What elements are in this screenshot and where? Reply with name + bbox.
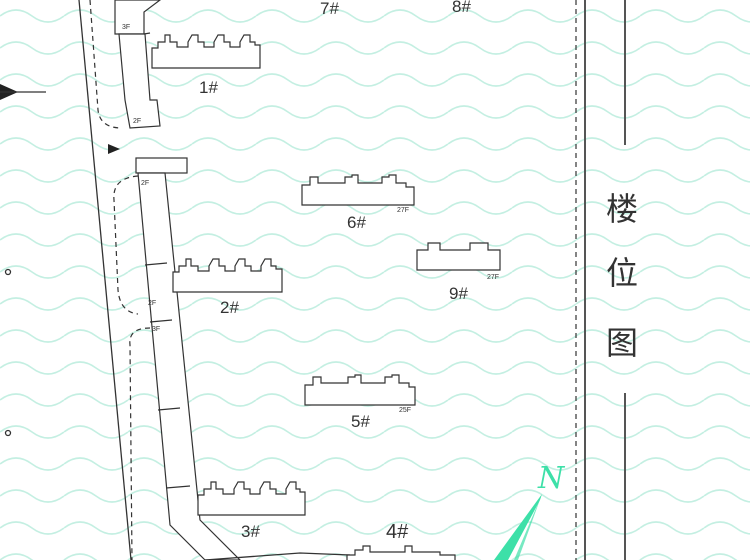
road (78, 0, 151, 560)
building-label: 9# (449, 284, 468, 303)
building-1: 1# (151, 34, 261, 97)
direction-arrow-icon (108, 144, 120, 154)
floor-label: 3F (122, 24, 130, 31)
floor-label: 25F (399, 407, 411, 414)
building-label: 3# (241, 522, 260, 541)
building-9: 9# 27F (416, 242, 501, 303)
title-char: 图 (606, 324, 638, 362)
building-3: 3# (197, 481, 306, 541)
title-char: 位 (606, 254, 638, 292)
floor-label: 2F (148, 300, 156, 307)
section-marker-icon (0, 84, 46, 437)
floor-label: 2F (141, 180, 149, 187)
building-5: 5# 25F (304, 374, 416, 431)
floor-label: 3F (152, 326, 160, 333)
floor-label: 27F (397, 207, 409, 214)
building-label: 5# (351, 412, 370, 431)
north-arrow-icon: N (494, 461, 566, 560)
building-4: 4# (346, 521, 456, 560)
floor-label: 2F (133, 118, 141, 125)
building-label: 4# (386, 521, 409, 543)
building-6: 6# 27F (301, 174, 415, 232)
building-label: 8# (452, 0, 471, 16)
north-label: N (537, 461, 566, 496)
building-label: 1# (199, 78, 218, 97)
building-label: 6# (347, 213, 366, 232)
building-label: 7# (320, 0, 339, 18)
building-label: 2# (220, 298, 239, 317)
floor-label: 27F (487, 274, 499, 281)
podium-south: 2F 2F 3F (135, 157, 351, 560)
building-2: 2# (172, 258, 283, 317)
podium-north: 3F 2F (114, 0, 161, 129)
title-char: 楼 (606, 190, 638, 228)
